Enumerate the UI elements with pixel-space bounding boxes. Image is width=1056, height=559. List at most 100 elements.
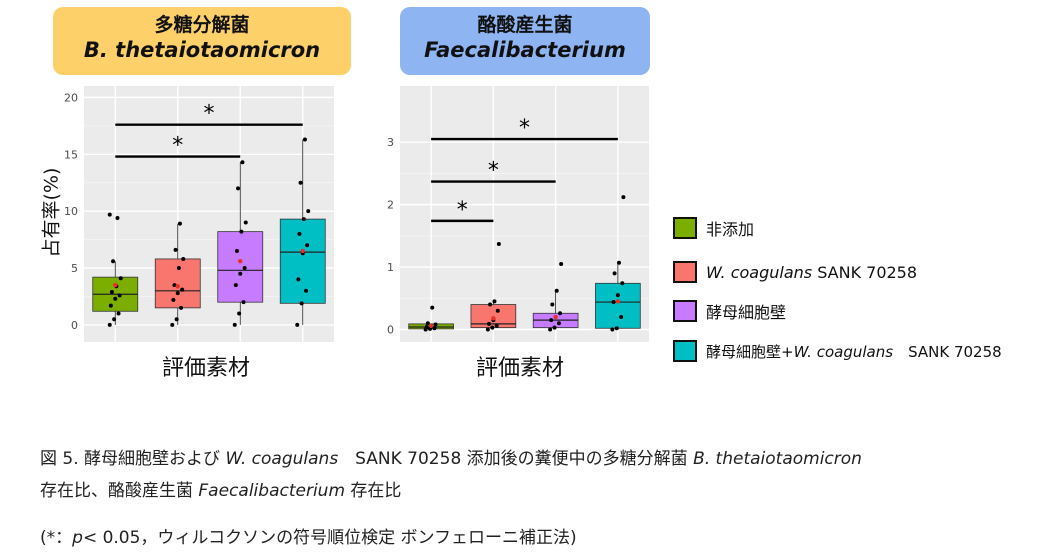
data-point <box>175 291 180 296</box>
data-point <box>619 315 624 320</box>
data-point <box>111 259 116 264</box>
y-tick-label: 10 <box>64 205 78 218</box>
y-tick-label: 5 <box>71 262 78 275</box>
caption-italic: Faecalibacterium <box>198 481 345 501</box>
caption-text: (*： <box>40 528 73 548</box>
data-point <box>430 305 435 310</box>
data-point <box>232 322 237 327</box>
legend-swatch <box>673 261 697 283</box>
data-point <box>492 299 497 304</box>
data-point <box>554 288 559 293</box>
data-point <box>238 271 243 276</box>
data-point <box>302 137 307 142</box>
figure-caption-note: (*：p< 0.05，ウィルコクソンの符号順位検定 ボンフェローニ補正法) <box>40 523 577 548</box>
legend-item-coagulans: W. coagulans SANK 70258 <box>673 259 917 285</box>
data-point <box>299 301 304 306</box>
data-point <box>620 281 625 286</box>
data-point <box>170 322 175 327</box>
legend-item-control: 非添加 <box>673 215 754 241</box>
mean-point <box>238 259 243 264</box>
significance-star: * <box>457 198 468 223</box>
data-point <box>171 297 176 302</box>
mean-point <box>615 299 621 304</box>
data-point <box>496 241 501 246</box>
mean-point <box>175 284 180 289</box>
legend-label-italic: W. coagulans <box>793 342 894 361</box>
data-point <box>236 186 241 191</box>
panel-title-polysaccharide: 多糖分解菌 B. thetaiotaomicron <box>53 7 351 75</box>
data-point <box>559 261 564 266</box>
box-body <box>279 218 326 304</box>
y-tick-label: 2 <box>387 199 394 212</box>
data-point <box>176 266 181 271</box>
caption-text: < 0.05，ウィルコクソンの符号順位検定 ボンフェローニ補正法) <box>82 528 577 548</box>
data-point <box>494 323 499 328</box>
significance-star: * <box>204 102 215 127</box>
legend-label: 酵母細胞壁+W. coagulans SANK 70258 <box>706 341 1002 362</box>
box-body <box>217 231 264 303</box>
data-point <box>486 321 491 326</box>
mean-point <box>553 314 558 320</box>
x-axis-label-left: 評価素材 <box>162 356 251 381</box>
data-point <box>118 276 123 281</box>
legend-label-rest: SANK 70258 <box>893 342 1002 361</box>
legend-swatch <box>673 217 697 239</box>
data-point <box>548 327 553 332</box>
data-point <box>304 288 309 293</box>
data-point <box>558 311 563 316</box>
data-point <box>433 322 438 327</box>
data-point <box>239 229 244 234</box>
data-point <box>490 325 495 330</box>
significance-star: * <box>172 134 183 159</box>
mean-point <box>428 323 434 328</box>
data-point <box>180 287 185 292</box>
legend-item-combination: 酵母細胞壁+W. coagulans SANK 70258 <box>673 338 1002 364</box>
data-point <box>233 283 238 288</box>
data-point <box>301 217 306 222</box>
legend-label: 酵母細胞壁 <box>706 303 787 322</box>
data-point <box>243 220 248 225</box>
figure-caption-line1: 図 5. 酵母細胞壁および W. coagulans SANK 70258 添加… <box>40 444 862 469</box>
data-point <box>234 248 239 253</box>
y-tick-label: 1 <box>387 261 394 274</box>
data-point <box>425 321 430 326</box>
data-point <box>612 271 617 276</box>
significance-star: * <box>488 159 499 184</box>
data-point <box>296 277 301 282</box>
panel-title-line1: 酪酸産生菌 <box>477 14 573 36</box>
data-point <box>495 308 500 313</box>
data-point <box>295 322 300 327</box>
data-point <box>113 296 118 301</box>
y-tick-label: 0 <box>71 319 78 332</box>
figure-caption-line2: 存在比、酪酸産生菌 Faecalibacterium 存在比 <box>40 476 401 501</box>
data-point <box>172 283 177 288</box>
data-point <box>179 305 184 310</box>
data-point <box>550 302 555 307</box>
caption-text: SANK 70258 添加後の糞便中の多糖分解菌 <box>338 449 694 469</box>
data-point <box>242 266 247 271</box>
data-point <box>117 293 122 298</box>
box-body <box>595 282 641 329</box>
data-point <box>109 289 114 294</box>
legend-item-yeast-cell-wall: 酵母細胞壁 <box>673 298 786 324</box>
data-point <box>116 311 121 316</box>
y-axis-label: 占有率(%) <box>40 167 63 258</box>
data-point <box>177 221 182 226</box>
data-point <box>240 160 245 165</box>
legend-label-a: 酵母細胞壁+ <box>706 342 794 361</box>
caption-text: 存在比 <box>345 481 402 501</box>
box-body <box>154 258 201 309</box>
significance-star: * <box>519 116 530 141</box>
caption-italic: p <box>72 528 83 548</box>
legend-label: W. coagulans SANK 70258 <box>706 263 917 282</box>
caption-text: 存在比、酪酸産生菌 <box>40 481 199 501</box>
data-point <box>241 300 246 305</box>
data-point <box>298 180 303 185</box>
data-point <box>432 326 437 331</box>
x-axis-label-right: 評価素材 <box>476 356 565 381</box>
data-point <box>108 303 113 308</box>
data-point <box>614 326 619 331</box>
panel-title-line1: 多糖分解菌 <box>154 14 250 36</box>
data-point <box>305 243 310 248</box>
